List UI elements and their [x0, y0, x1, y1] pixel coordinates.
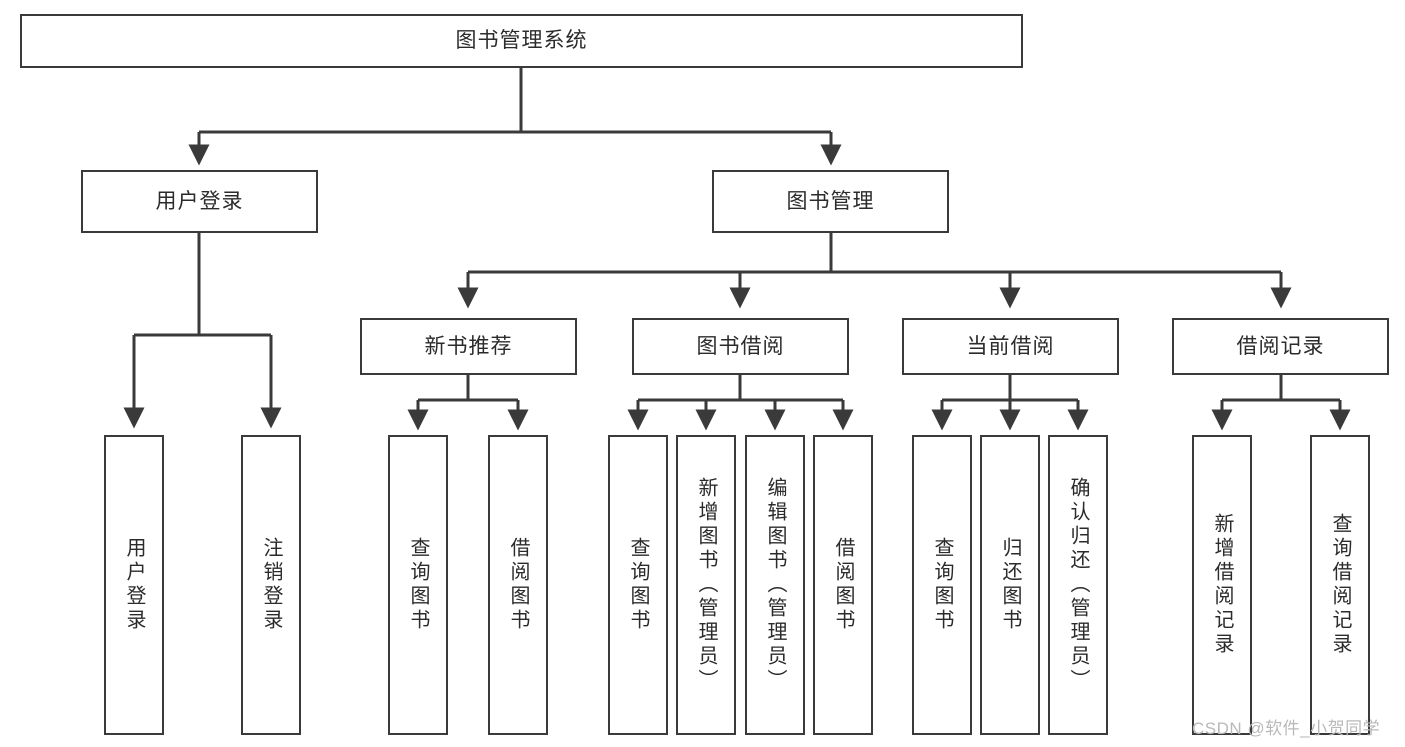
node-leaf-user-login[interactable]: 用户登录 [104, 435, 164, 735]
node-new-book-recommend[interactable]: 新书推荐 [360, 318, 577, 375]
node-label: 借阅图书 [832, 537, 854, 633]
node-label: 新书推荐 [424, 334, 513, 358]
node-leaf-confirm-return[interactable]: 确认归还（管理员） [1048, 435, 1108, 735]
node-book-borrow[interactable]: 图书借阅 [632, 318, 849, 375]
node-label: 查询图书 [407, 537, 429, 633]
node-label: 图书借阅 [696, 334, 785, 358]
node-label: 归还图书 [999, 537, 1021, 633]
node-leaf-query-book-recommend[interactable]: 查询图书 [388, 435, 448, 735]
csdn-watermark: CSDN @软件_小贺同学 [1192, 719, 1381, 738]
node-label: 查询图书 [931, 537, 953, 633]
node-label: 借阅记录 [1236, 334, 1325, 358]
node-label: 新增图书（管理员） [695, 477, 717, 693]
node-borrow-record[interactable]: 借阅记录 [1172, 318, 1389, 375]
node-leaf-add-book[interactable]: 新增图书（管理员） [676, 435, 736, 735]
node-leaf-edit-book[interactable]: 编辑图书（管理员） [745, 435, 805, 735]
node-label: 查询图书 [627, 537, 649, 633]
node-label: 当前借阅 [966, 334, 1055, 358]
node-leaf-query-borrow-record[interactable]: 查询借阅记录 [1310, 435, 1370, 735]
node-label: 新增借阅记录 [1211, 513, 1233, 657]
node-leaf-logout-login[interactable]: 注销登录 [241, 435, 301, 735]
node-label: 用户登录 [155, 189, 244, 213]
node-label: 查询借阅记录 [1329, 513, 1351, 657]
node-leaf-add-borrow-record[interactable]: 新增借阅记录 [1192, 435, 1252, 735]
node-label: 图书管理 [786, 189, 875, 213]
node-leaf-query-book-current[interactable]: 查询图书 [912, 435, 972, 735]
node-leaf-query-book-borrow[interactable]: 查询图书 [608, 435, 668, 735]
node-root-book-management-system[interactable]: 图书管理系统 [20, 14, 1023, 68]
node-label: 确认归还（管理员） [1067, 477, 1089, 693]
node-label: 借阅图书 [507, 537, 529, 633]
node-label: 注销登录 [260, 537, 282, 633]
node-label: 用户登录 [123, 537, 145, 633]
node-current-borrow[interactable]: 当前借阅 [902, 318, 1119, 375]
node-leaf-borrow-book[interactable]: 借阅图书 [813, 435, 873, 735]
node-user-login[interactable]: 用户登录 [81, 170, 318, 233]
node-book-management[interactable]: 图书管理 [712, 170, 949, 233]
node-label: 编辑图书（管理员） [764, 477, 786, 693]
node-label: 图书管理系统 [455, 29, 588, 53]
node-leaf-borrow-book-recommend[interactable]: 借阅图书 [488, 435, 548, 735]
node-leaf-return-book[interactable]: 归还图书 [980, 435, 1040, 735]
